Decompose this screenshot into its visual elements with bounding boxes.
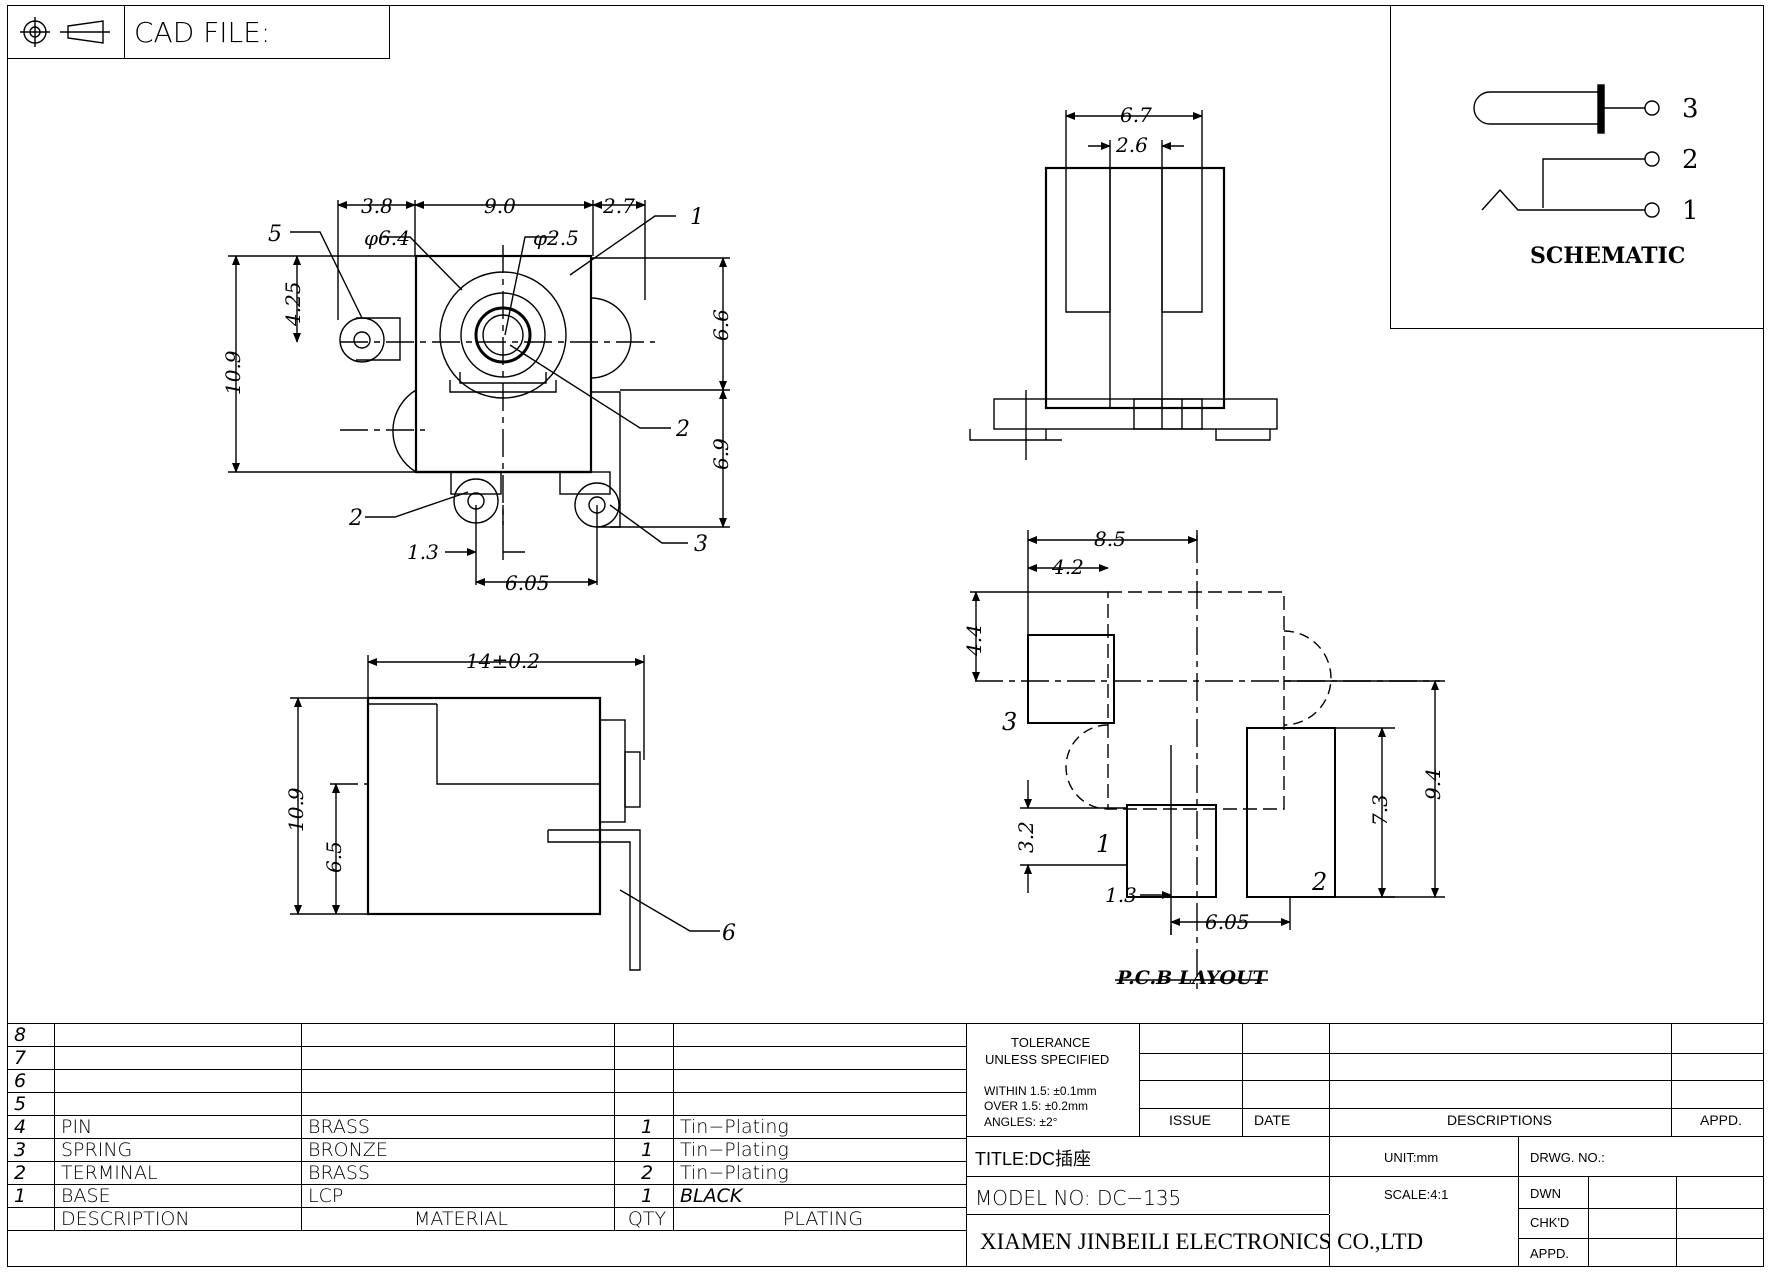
tb-line <box>1329 1214 1518 1215</box>
pcb-layout <box>970 530 1445 990</box>
dim-9-4: 9.4 <box>1421 768 1445 800</box>
tb-line <box>1518 1208 1764 1209</box>
tb-line <box>1329 1023 1330 1267</box>
dim-14: 14±0.2 <box>466 649 540 673</box>
pcb-pad-label-1: 1 <box>1096 830 1111 858</box>
callout-2-top: 2 <box>675 417 690 442</box>
tb-line <box>1139 1080 1764 1081</box>
tb-line <box>1139 1023 1140 1136</box>
top-view <box>228 200 730 586</box>
projection-circle-icon <box>20 17 50 47</box>
front-view <box>969 110 1278 460</box>
tb-line <box>1242 1023 1243 1136</box>
appd-header: APPD. <box>1700 1112 1743 1128</box>
drwg-no-label: DRWG. NO.: <box>1530 1150 1605 1165</box>
dim-7-3: 7.3 <box>1368 794 1392 826</box>
model-no: MODEL NO: DC−135 <box>975 1186 1182 1210</box>
table-row: 7 <box>7 1046 967 1070</box>
callout-1: 1 <box>690 205 704 230</box>
table-row: 6 <box>7 1069 967 1093</box>
dim-2-7: 2.7 <box>602 194 635 218</box>
pcb-pad-label-2: 2 <box>1311 868 1327 896</box>
dim-side-10-9: 10.9 <box>284 787 308 832</box>
dwn-label: DWN <box>1530 1186 1562 1201</box>
schematic-symbol <box>1473 84 1660 218</box>
scale-label: SCALE:4:1 <box>1384 1187 1449 1202</box>
drawing-frame <box>7 5 1764 1267</box>
date-header: DATE <box>1254 1112 1291 1128</box>
dim-6-6: 6.6 <box>709 309 733 341</box>
dim-6-05: 6.05 <box>505 571 550 595</box>
dim-2-6: 2.6 <box>1115 133 1148 157</box>
tb-line <box>1588 1176 1589 1267</box>
dim-3-8: 3.8 <box>361 194 393 218</box>
tb-line <box>1676 1176 1677 1267</box>
tb-line <box>1139 1108 1764 1109</box>
appd-label: APPD. <box>1530 1246 1570 1261</box>
company-name: XIAMEN JINBEILI ELECTRONICS CO.,LTD <box>980 1229 1424 1254</box>
cad-icon-divider <box>7 5 125 59</box>
tolerance-within: WITHIN 1.5: ±0.1mm <box>984 1084 1097 1098</box>
schematic-box <box>1390 5 1764 329</box>
side-view <box>290 655 720 971</box>
tolerance-label: TOLERANCE <box>1011 1035 1091 1050</box>
callout-3: 3 <box>694 532 708 557</box>
callout-5: 5 <box>268 222 282 247</box>
title-block <box>966 1023 1764 1267</box>
dim-4-2: 4.2 <box>1051 555 1084 579</box>
schematic-pin-2: 2 <box>1682 145 1699 175</box>
dim-pcb-1-3: 1.3 <box>1105 883 1137 907</box>
tb-line <box>966 1214 1330 1215</box>
dim-6-9: 6.9 <box>709 438 733 470</box>
pcb-layout-title: P.C.B LAYOUT <box>1116 967 1269 989</box>
tb-line <box>1139 1053 1764 1054</box>
descriptions-header: DESCRIPTIONS <box>1447 1112 1553 1128</box>
schematic-title: SCHEMATIC <box>1530 243 1685 269</box>
dim-8-5: 8.5 <box>1094 527 1126 551</box>
dim-6-7: 6.7 <box>1120 103 1152 127</box>
cad-file-label: CAD FILE: <box>134 16 271 49</box>
chkd-label: CHK'D <box>1530 1215 1570 1230</box>
unit-label: UNIT:mm <box>1384 1150 1439 1165</box>
tb-line <box>966 1176 1764 1177</box>
tolerance-sub-label: UNLESS SPECIFIED <box>985 1052 1110 1067</box>
tolerance-over: OVER 1.5: ±0.2mm <box>984 1099 1088 1113</box>
pcb-pad-label-3: 3 <box>1002 708 1017 736</box>
projection-cone-icon <box>60 20 110 44</box>
tb-line <box>1671 1023 1672 1136</box>
drawing-title: TITLE:DC插座 <box>975 1149 1092 1169</box>
dim-pcb-6-05: 6.05 <box>1205 910 1250 934</box>
table-row: 8 <box>7 1023 967 1047</box>
callout-6: 6 <box>722 921 736 946</box>
dim-phi-6-4: φ6.4 <box>364 226 410 250</box>
tolerance-angles: ANGLES: ±2° <box>984 1115 1058 1129</box>
schematic-pin-3: 3 <box>1682 94 1699 124</box>
issue-header: ISSUE <box>1169 1112 1212 1128</box>
cad-header-box <box>7 5 390 59</box>
tb-line <box>1518 1238 1764 1239</box>
dim-4-25: 4.25 <box>281 281 305 327</box>
dim-4-4: 4.4 <box>962 624 986 657</box>
dim-phi-2-5: φ2.5 <box>533 226 579 250</box>
dim-6-5: 6.5 <box>322 841 346 873</box>
schematic-pin-1: 1 <box>1682 196 1699 226</box>
dim-10-9: 10.9 <box>221 350 245 395</box>
tb-line <box>966 1136 1764 1137</box>
table-row: 5 <box>7 1092 967 1116</box>
dim-1-3: 1.3 <box>407 540 439 564</box>
dim-9-0: 9.0 <box>484 194 516 218</box>
dim-3-2: 3.2 <box>1014 821 1038 853</box>
callout-2-bottom: 2 <box>348 506 363 531</box>
tb-line <box>1518 1136 1519 1267</box>
